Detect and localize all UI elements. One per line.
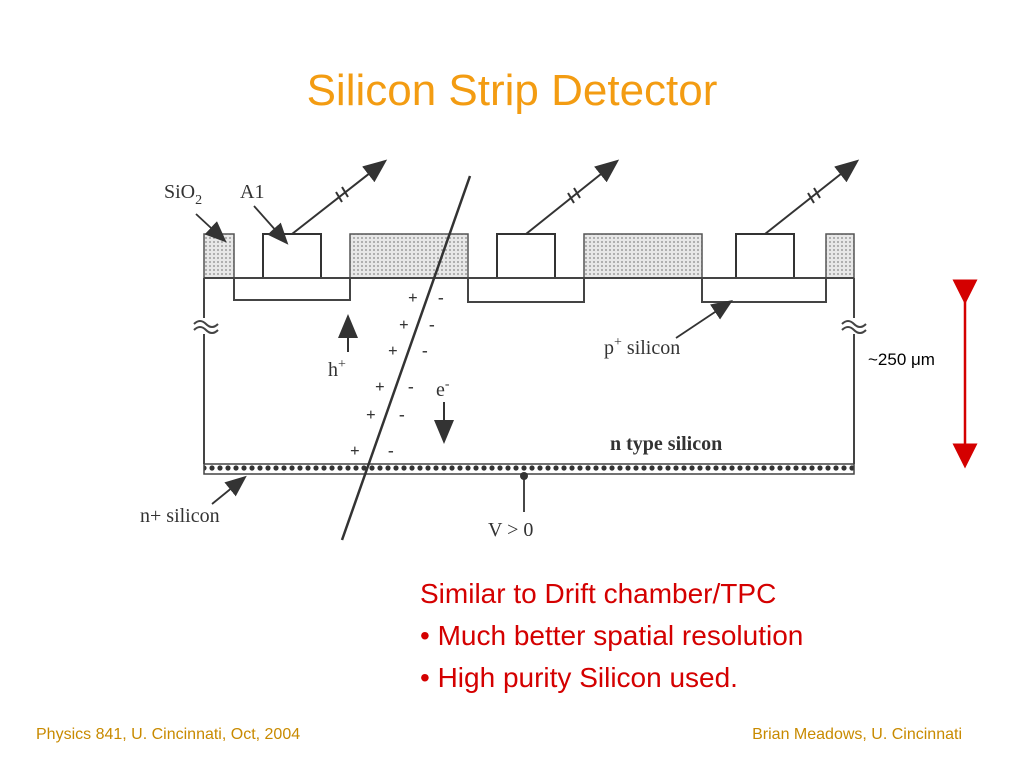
particle-track <box>340 175 472 541</box>
carrier-arrows <box>338 314 454 444</box>
minus-charge: - <box>422 341 428 360</box>
plus-charge: + <box>399 315 409 334</box>
notes-bullet-1: • Much better spatial resolution <box>420 620 804 651</box>
n-plus-layer <box>203 463 855 475</box>
aluminum-strips <box>262 233 795 279</box>
minus-charge: - <box>408 377 414 396</box>
voltage-label: V > 0 <box>488 519 533 541</box>
readout-arrows <box>291 159 860 235</box>
p-plus-implants <box>233 278 827 303</box>
charge-pairs: + - + - + - + - + - + - <box>350 288 444 460</box>
minus-charge: - <box>429 315 435 334</box>
hole-label: h+ <box>328 357 346 381</box>
thickness-label: ~250 μm <box>868 350 935 369</box>
plus-charge: + <box>408 288 418 307</box>
plus-charge: + <box>366 405 376 424</box>
sio2-layer <box>203 233 855 279</box>
notes-block: Similar to Drift chamber/TPC • Much bett… <box>420 573 803 699</box>
silicon-bulk <box>193 277 867 464</box>
plus-charge: + <box>350 441 360 460</box>
notes-bullet-2: • High purity Silicon used. <box>420 662 738 693</box>
electron-label: e- <box>436 377 450 401</box>
sio2-label: SiO2 <box>164 181 202 208</box>
footer-left: Physics 841, U. Cincinnati, Oct, 2004 <box>36 726 301 743</box>
leader-lines <box>195 205 733 512</box>
minus-charge: - <box>438 288 444 307</box>
plus-charge: + <box>375 377 385 396</box>
al-label: A1 <box>240 181 264 203</box>
footer-right: Brian Meadows, U. Cincinnati <box>752 726 962 743</box>
notes-heading: Similar to Drift chamber/TPC <box>420 578 777 609</box>
plus-charge: + <box>388 341 398 360</box>
minus-charge: - <box>388 441 394 460</box>
n-plus-silicon-label: n+ silicon <box>140 505 220 527</box>
n-type-silicon-label: n type silicon <box>610 433 722 455</box>
bias-contact <box>520 472 528 480</box>
slide-title: Silicon Strip Detector <box>306 66 718 115</box>
p-silicon-label: p+ silicon <box>604 335 680 359</box>
minus-charge: - <box>399 405 405 424</box>
